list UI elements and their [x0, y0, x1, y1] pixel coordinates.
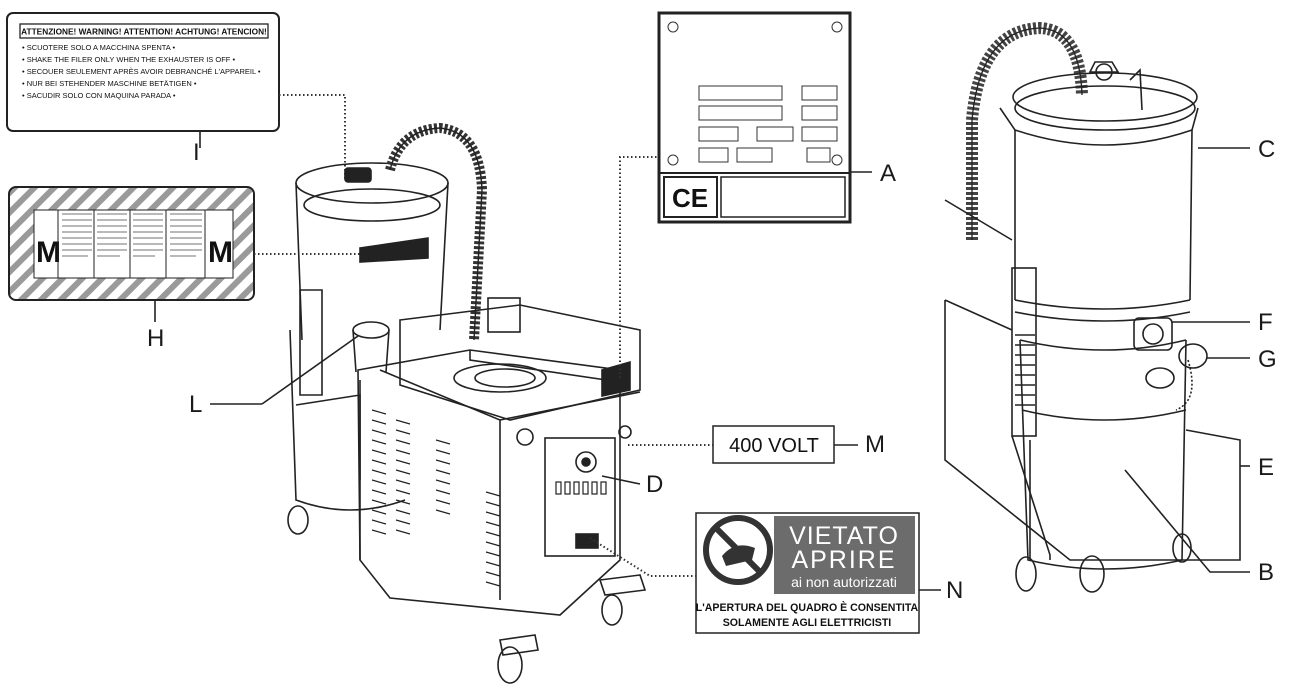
- callout-a: A: [880, 160, 896, 187]
- callout-e: E: [1258, 454, 1274, 481]
- callout-m: M: [865, 431, 885, 458]
- vacuum-unit-left: [287, 122, 647, 684]
- warning-line-4: • NUR BEI STEHENDER MASCHINE BETÄTIGEN •: [22, 79, 197, 88]
- m-letter-right: M: [208, 236, 233, 269]
- sign-footer-1: L'APERTURA DEL QUADRO È CONSENTITA: [696, 601, 919, 614]
- no-entry-label-n: VIETATO APRIRE ai non autorizzati L'APER…: [695, 512, 920, 634]
- sign-footer-2: SOLAMENTE AGLI ELETTRICISTI: [723, 617, 892, 629]
- callout-g: G: [1258, 346, 1277, 373]
- callout-h: H: [147, 325, 164, 352]
- callout-i: I: [193, 139, 200, 166]
- warning-line-5: • SACUDIR SOLO CON MAQUINA PARADA •: [22, 91, 176, 100]
- callout-f: F: [1258, 309, 1273, 336]
- ce-mark-icon: CE: [672, 183, 708, 213]
- sign-title-2: APRIRE: [791, 546, 896, 574]
- callout-d: D: [646, 471, 663, 498]
- callout-c: C: [1258, 136, 1275, 163]
- m-letter-left: M: [36, 236, 61, 269]
- vacuum-unit-right: [944, 21, 1241, 593]
- warning-line-3: • SECOUER SEULEMENT APRÈS AVOIR DEBRANCH…: [22, 67, 261, 76]
- callout-b: B: [1258, 559, 1274, 586]
- warning-line-2: • SHAKE THE FILER ONLY WHEN THE EXHAUSTE…: [22, 55, 235, 64]
- rating-plate-a: CE: [657, 11, 852, 224]
- callout-l: L: [189, 391, 202, 418]
- voltage-label-m: [712, 425, 835, 464]
- voltage-text: 400 VOLT: [729, 435, 819, 457]
- warning-line-1: • SCUOTERE SOLO A MACCHINA SPENTA •: [22, 43, 175, 52]
- sign-subtitle: ai non autorizzati: [791, 574, 897, 590]
- warning-header: ATTENZIONE! WARNING! ATTENTION! ACHTUNG!…: [21, 27, 267, 37]
- callout-n: N: [946, 577, 963, 604]
- warning-label-i: ATTENZIONE! WARNING! ATTENTION! ACHTUNG!…: [6, 12, 280, 132]
- hazard-label-h: M M: [8, 186, 255, 301]
- sign-title-1: VIETATO: [789, 522, 899, 550]
